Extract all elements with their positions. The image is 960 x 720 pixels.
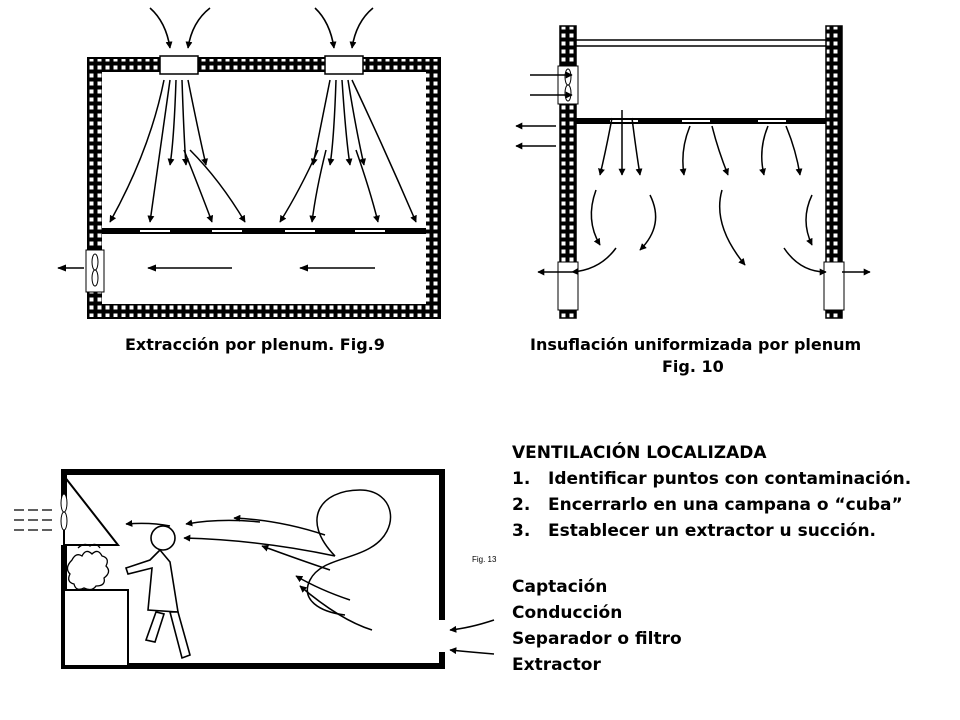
fig9-caption: Extracción por plenum. Fig.9: [125, 335, 385, 354]
fig10-right-wall: [825, 25, 843, 319]
fig9-plenum-plate: [102, 228, 426, 234]
component-captacion: Captación: [512, 577, 608, 597]
fan-icon: [60, 493, 68, 531]
step-text: Establecer un extractor u succión.: [548, 521, 877, 541]
fig10-outlet-left: [557, 261, 579, 311]
fig13-localized-ventilation: Fig. 13: [14, 469, 497, 669]
fig13-worker-figure: [124, 525, 191, 660]
fig13-air-swirl: [306, 489, 392, 616]
localized-ventilation-text: VENTILACIÓN LOCALIZADA 1. Identificar pun…: [512, 440, 952, 678]
fig10-caption-line2: Fig. 10: [662, 357, 724, 376]
fig9-roof-opening-left: [159, 55, 199, 75]
fig13-workbench: [63, 589, 129, 667]
fig9-fan-opening: [85, 249, 105, 293]
step-text: Encerrarlo en una campana o “cuba”: [548, 495, 903, 515]
steps-list: 1.Identificar puntos con contaminación. …: [512, 466, 952, 544]
fig13-hood: [63, 473, 121, 546]
component-conduccion: Conducción: [512, 603, 623, 623]
fig9-wall: [88, 58, 440, 318]
step-item: 3. Establecer un extractor u succión.: [512, 518, 952, 544]
fig10-outlet-right: [823, 261, 845, 311]
step-number: 1.: [512, 469, 531, 489]
step-number: 3.: [512, 521, 531, 541]
component-extractor: Extractor: [512, 655, 601, 675]
fig13-contaminant-source: [66, 543, 110, 591]
fig9-roof-opening-right: [324, 55, 364, 75]
fan-icon: [91, 253, 99, 287]
fig10-caption-line1: Insuflación uniformizada por plenum: [530, 335, 861, 354]
step-item: 2. Encerrarlo en una campana o “cuba”: [512, 492, 952, 518]
fig9-extraction-plenum: Extracción por plenum. Fig.9: [57, 7, 441, 354]
step-number: 2.: [512, 495, 531, 515]
section-title: VENTILACIÓN LOCALIZADA: [512, 443, 767, 463]
step-item: 1. Identificar puntos con contaminación.: [512, 466, 952, 492]
fig10-insufflation-plenum: Insuflación uniformizada por plenum Fig.…: [515, 25, 871, 376]
component-separador: Separador o filtro: [512, 629, 682, 649]
fig13-label: Fig. 13: [472, 555, 497, 564]
step-text: Identificar puntos con contaminación.: [548, 469, 912, 489]
